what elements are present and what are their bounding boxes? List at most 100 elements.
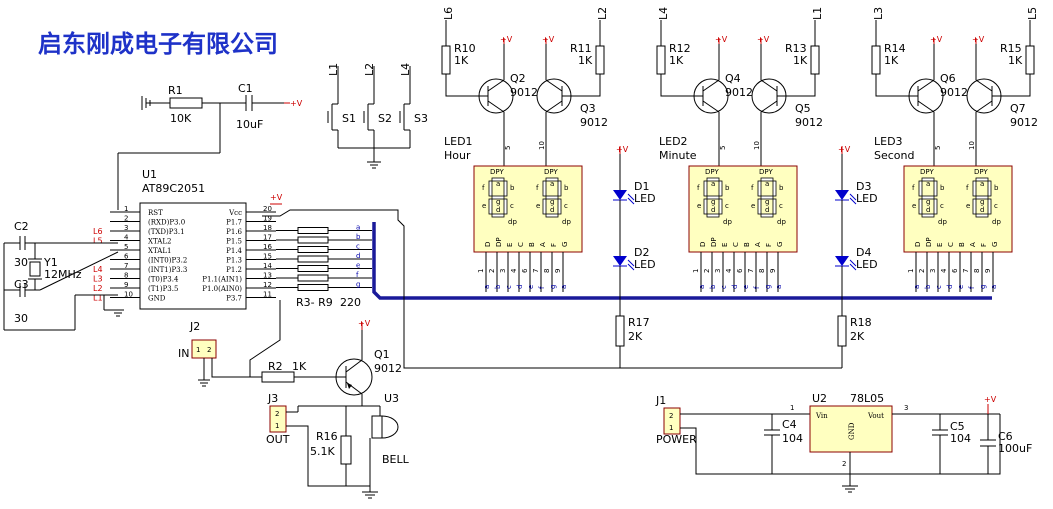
display-net-letter: g (764, 285, 772, 289)
seg-label: e (536, 202, 540, 210)
seg-label: dp (723, 218, 732, 226)
display-net-letter: b (924, 284, 932, 289)
rr-ref: R13 (785, 42, 807, 55)
display-net-letter: g (549, 285, 557, 289)
c5-ref: C5 (950, 420, 965, 433)
seg-label: c (564, 202, 568, 210)
display-pin-label: G (776, 242, 784, 247)
switch-net-label: L2 (363, 63, 376, 76)
display-net-letter: f (753, 286, 761, 289)
q1-value: 9012 (374, 362, 402, 375)
j2-pin2: 2 (207, 346, 211, 354)
led-diode-value: LED (856, 258, 878, 271)
c3-ref: C3 (14, 278, 29, 291)
rl-value: 1K (669, 54, 684, 67)
y1-ref: Y1 (43, 256, 58, 269)
reset-circuit: +V R1 10K C1 10uF (117, 82, 303, 210)
led-diode-top (835, 190, 849, 200)
u2-part: 78L05 (850, 392, 884, 405)
seg-label: b (564, 184, 569, 192)
display-pin-label: C (732, 242, 740, 247)
c4-ref: C4 (782, 418, 797, 431)
c1-value: 10uF (236, 118, 263, 131)
display-pin-num: 4 (725, 268, 733, 273)
bell-body (371, 415, 383, 439)
r1-resistor (169, 97, 203, 109)
segment-resistor (297, 274, 329, 282)
j1-label: POWER (656, 433, 697, 446)
display-pin-num: 4 (940, 268, 948, 273)
display-pin-num: 9 (984, 269, 992, 273)
ql-ref: Q4 (725, 72, 741, 85)
display-net-letter: c (720, 285, 728, 289)
display-pin-label: B (958, 242, 966, 247)
mcu-left-pin-name: RST (148, 209, 163, 217)
seg-label: d (765, 206, 769, 214)
mcu-net-label: L3 (93, 275, 103, 284)
display-pin-num: 2 (488, 269, 496, 273)
display-net-letter: f (968, 286, 976, 289)
seg-label: e (751, 202, 755, 210)
u2-regulator (809, 405, 893, 453)
seg-label: f (751, 184, 754, 192)
led-diode-ref: D4 (856, 246, 871, 259)
qr-ref: Q5 (795, 102, 811, 115)
crystal-circuit: C2 30 Y1 12MHz C3 30 (3, 220, 124, 331)
j2-ref: J2 (189, 320, 200, 333)
mcu-right-pin-name: Vcc (228, 209, 242, 217)
transistor-left (908, 78, 944, 114)
bell-horn (381, 415, 399, 439)
c2-ref: C2 (14, 220, 29, 233)
seg-label: g (550, 198, 554, 206)
r1-value: 10K (170, 112, 192, 125)
mcu-left-pin-name: (TXD)P3.1 (148, 228, 185, 236)
led-ref: LED3 (874, 135, 903, 148)
mcu-right-pin-num: 13 (263, 272, 272, 280)
segment-resistor (297, 284, 329, 291)
mcu-right-pin-num: 20 (263, 205, 272, 213)
c5-value: 104 (950, 432, 971, 445)
seg-label: a (980, 180, 984, 188)
display-net-letter: e (527, 285, 535, 289)
display-pin-num: 6 (736, 268, 744, 273)
segment-resistor (297, 236, 329, 244)
seg-label: b (779, 184, 784, 192)
display-pin-num: 3 (714, 269, 722, 273)
display-net-letter: e (742, 285, 750, 289)
led-diode-bottom (613, 256, 627, 266)
seg-label: dp (938, 218, 947, 226)
u3-label: BELL (382, 453, 410, 466)
seg-label: a (765, 180, 769, 188)
display-net-letter: e (957, 285, 965, 289)
mcu-net-label: L6 (93, 227, 103, 236)
mcu-right-pin-name: P1.7 (226, 219, 242, 227)
r2-resistor (261, 371, 295, 383)
mcu-left-pin-name: GND (148, 295, 166, 303)
transistor-left (478, 78, 514, 114)
y1-value: 12MHz (44, 268, 82, 281)
display-net-letter: g (979, 285, 987, 289)
mcu-left-pin-num: 9 (124, 281, 128, 289)
mcu-right-pin-num: 15 (263, 253, 272, 261)
led-diode-value: LED (856, 192, 878, 205)
seg-label: b (725, 184, 730, 192)
seg-label: e (912, 202, 916, 210)
transistor-vcc-label: +V (715, 35, 728, 44)
j3-pin2: 2 (275, 410, 279, 418)
mcu-left-pin-name: XTAL2 (148, 238, 171, 246)
seg-label: f (482, 184, 485, 192)
display-pin-label: B (743, 242, 751, 247)
base-resistor-left (441, 45, 451, 75)
display-top-label: DPY (490, 168, 504, 176)
group-net-right: L1 (811, 7, 824, 20)
segment-letter: f (356, 271, 359, 279)
group-net-right: L2 (596, 7, 609, 20)
led-diode-value: LED (634, 258, 656, 271)
display-pin-num: 7 (532, 269, 540, 273)
base-resistor-left (871, 45, 881, 75)
display-pin-label: G (561, 242, 569, 247)
